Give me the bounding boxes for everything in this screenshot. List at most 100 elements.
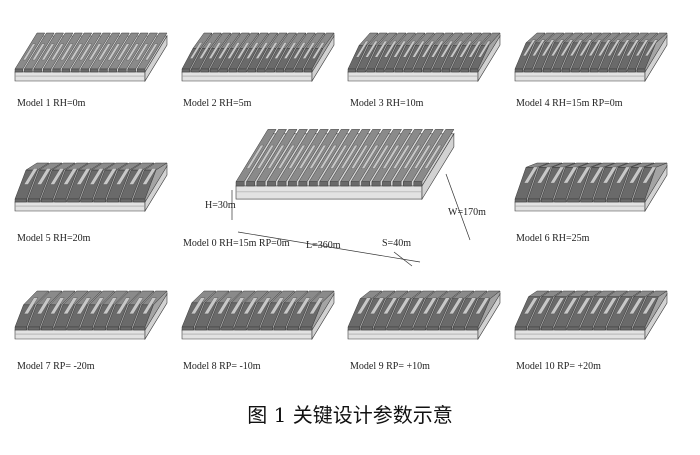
skylight-slot [246, 144, 265, 169]
skylight-slot [576, 166, 591, 184]
length-dimension-line [237, 231, 421, 263]
roof-front-face [392, 181, 402, 187]
roof-front-face [41, 326, 54, 331]
roof-front-face [554, 198, 567, 203]
roof-front-face [108, 68, 118, 73]
skylight-slot [382, 144, 400, 169]
skylight-slot [364, 40, 379, 58]
skylight-slot [402, 40, 416, 58]
model-9-drawing [347, 290, 501, 341]
skylight-slot [269, 297, 285, 315]
skylight-slot [198, 42, 213, 59]
skylight-slot [189, 42, 203, 59]
skylight-slot [128, 297, 144, 315]
model-4-label: Model 4 RH=15m RP=0m [516, 98, 623, 109]
roof-front-face [340, 181, 350, 187]
skylight-slot [468, 40, 482, 58]
skylight-slot [287, 144, 306, 169]
roof-front-face [593, 326, 606, 331]
roof-front-face [606, 326, 619, 331]
roof-front-face [593, 198, 606, 203]
roof-front-face [554, 326, 567, 331]
model-0-drawing [235, 129, 455, 201]
model-8-label: Model 8 RP= -10m [183, 361, 261, 372]
skylight-slot [256, 144, 275, 169]
roof-front-face [426, 326, 439, 331]
base-front [14, 71, 146, 82]
skylight-slot [245, 42, 260, 59]
skylight-slot [142, 168, 157, 185]
roof-front-face [619, 326, 633, 331]
skylight-slot [36, 297, 52, 315]
roof-front-face [256, 181, 266, 187]
roof-front-face [469, 68, 479, 73]
model-5-drawing [14, 162, 168, 213]
skylight-slot [116, 43, 130, 61]
roof-front-face [228, 68, 238, 73]
spacing-dimension-line [393, 251, 413, 267]
skylight-slot [421, 40, 435, 58]
skylight-slot [78, 43, 93, 61]
model-10-drawing [514, 290, 668, 341]
skylight-slot [523, 297, 539, 315]
skylight-slot [355, 40, 369, 58]
skylight-slot [602, 297, 618, 315]
skylight-slot [277, 144, 296, 169]
skylight-slot [236, 42, 250, 59]
roof-front-face [400, 326, 413, 331]
skylight-slot [635, 39, 649, 57]
roof-front-face [441, 68, 451, 73]
roof-front-face [527, 326, 541, 331]
roof-front-face [404, 68, 413, 73]
roof-front-face [422, 68, 432, 73]
roof-front-face [580, 68, 589, 73]
skylight-slot [274, 42, 288, 59]
roof-front-face [524, 68, 533, 73]
skylight-slot [615, 166, 631, 184]
roof-front-face [99, 68, 108, 73]
skylight-slot [642, 297, 657, 315]
roof-front-face [208, 326, 221, 331]
roof-front-face [347, 326, 360, 331]
roof-front-face [527, 198, 541, 203]
skylight-slot [642, 166, 657, 184]
skylight-slot [371, 144, 390, 169]
skylight-slot [413, 144, 432, 169]
skylight-slot [602, 166, 618, 184]
model-7-drawing [14, 290, 168, 341]
skylight-slot [589, 166, 605, 184]
model-9-label: Model 9 RP= +10m [350, 361, 430, 372]
model-3-label: Model 3 RH=10m [350, 98, 424, 109]
skylight-slot [563, 166, 578, 184]
skylight-slot [256, 297, 272, 315]
skylight-slot [402, 144, 421, 169]
model-1-label: Model 1 RH=0m [17, 98, 86, 109]
roof-front-face [580, 326, 593, 331]
roof-front-face [247, 68, 256, 73]
skylight-slot [142, 297, 157, 315]
roof-front-face [636, 68, 646, 73]
roof-front-face [61, 68, 71, 73]
skylight-slot [102, 168, 118, 185]
model-5-label: Model 5 RH=20m [17, 233, 91, 244]
width-dimension-line [445, 173, 471, 241]
skylight-slot [382, 297, 398, 315]
skylight-slot [329, 144, 348, 169]
skylight-slot [115, 168, 131, 185]
roof-front-face [80, 198, 93, 203]
skylight-slot [89, 168, 105, 185]
roof-front-face [136, 68, 146, 73]
skylight-slot [88, 43, 102, 61]
roof-front-face [133, 198, 146, 203]
skylight-slot [60, 43, 74, 61]
skylight-slot [311, 42, 326, 59]
roof-front-face [571, 68, 580, 73]
roof-front-face [357, 68, 366, 73]
skylight-slot [283, 42, 297, 59]
skylight-slot [267, 144, 285, 169]
skylight-slot [549, 297, 565, 315]
skylight-slot [396, 297, 411, 315]
skylight-slot [578, 39, 593, 57]
skylight-slot [361, 144, 380, 169]
skylight-slot [550, 39, 565, 57]
